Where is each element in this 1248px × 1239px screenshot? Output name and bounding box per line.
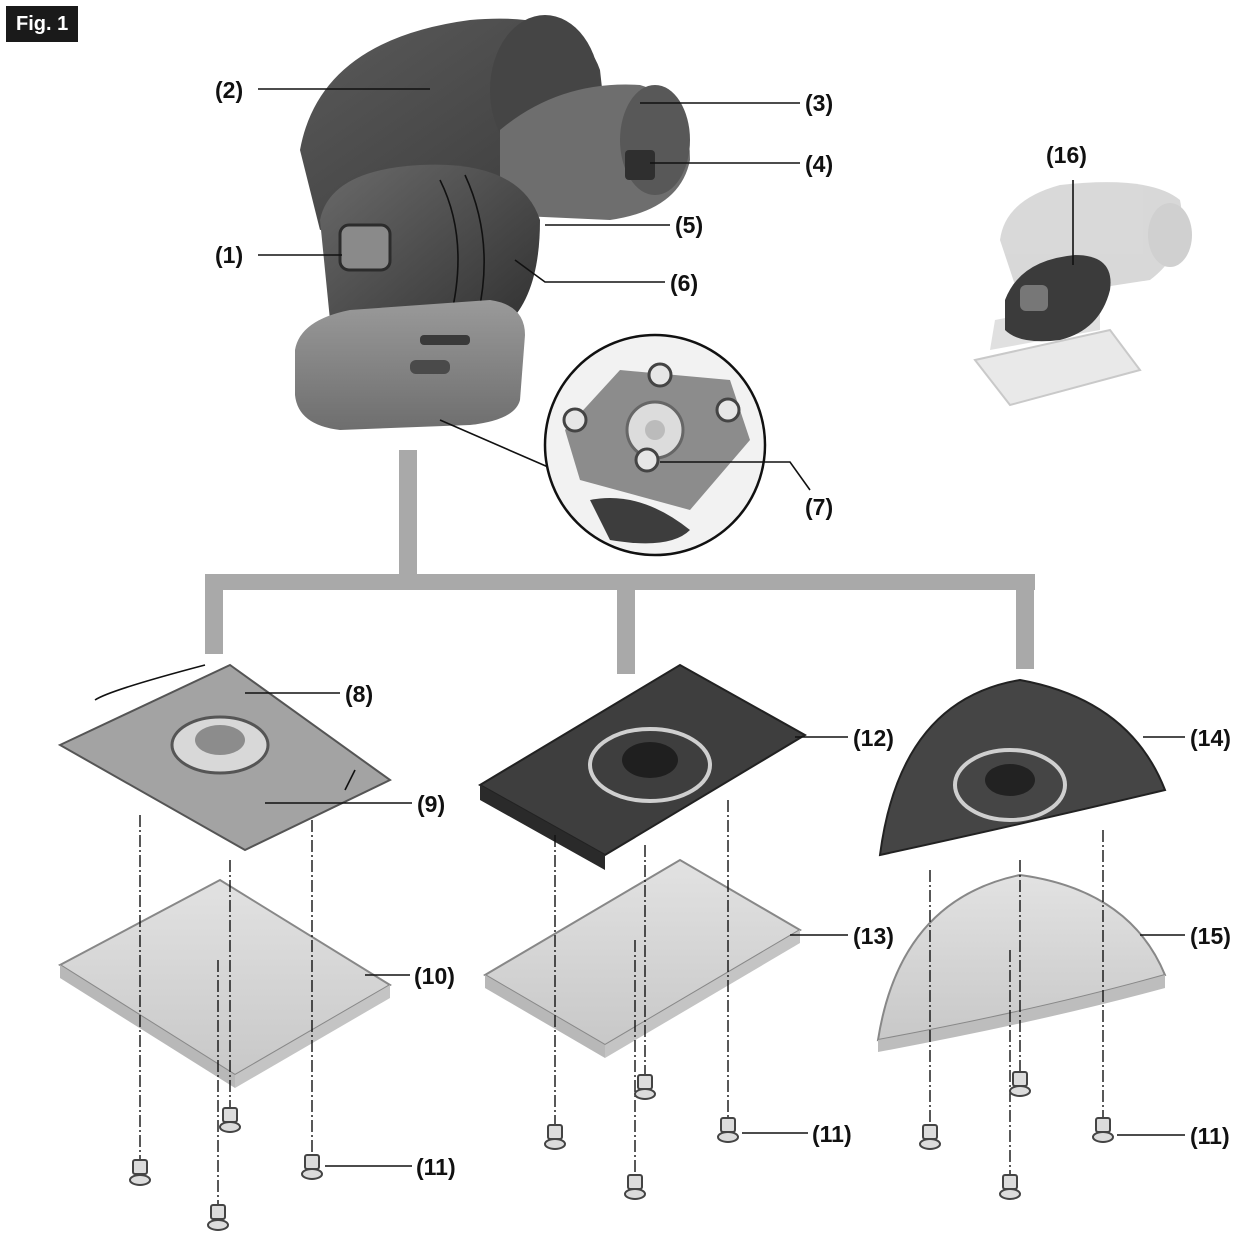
delta-pad-set	[876, 678, 1167, 1052]
callout-11-right: (11)	[1190, 1123, 1230, 1149]
callout-15: (15)	[1190, 923, 1231, 949]
callout-3: (3)	[805, 90, 833, 116]
screw	[544, 1124, 566, 1150]
callout-5: (5)	[675, 212, 703, 238]
callout-7: (7)	[805, 494, 833, 520]
detail-nut	[562, 407, 588, 433]
screw	[1009, 1071, 1031, 1097]
release-button-shape	[625, 150, 655, 180]
ghost-grip-highlight	[1005, 255, 1111, 342]
screw	[624, 1174, 646, 1200]
callout-11-middle: (11)	[812, 1121, 852, 1147]
callout-1: (1)	[215, 242, 243, 268]
screw	[919, 1124, 941, 1150]
rectangular-pad-set	[478, 663, 807, 1058]
ghost-switch	[1020, 285, 1048, 311]
vent-shape	[420, 335, 470, 345]
screw	[207, 1204, 229, 1231]
screw	[634, 1074, 656, 1100]
screw	[1092, 1117, 1114, 1143]
detail-housing	[590, 498, 690, 544]
leader-lines	[245, 88, 1185, 1167]
screw	[717, 1117, 739, 1143]
grip-line	[439, 179, 459, 321]
callout-8: (8)	[345, 681, 373, 707]
callout-4: (4)	[805, 151, 833, 177]
connector-tree	[205, 450, 1035, 674]
callout-11-left: (11)	[416, 1154, 456, 1180]
callout-6: (6)	[670, 270, 698, 296]
callout-10: (10)	[414, 963, 455, 989]
vent-shape	[410, 360, 450, 374]
screw	[301, 1154, 323, 1180]
detail-magnifier	[439, 333, 767, 557]
detail-nut	[647, 362, 673, 388]
callout-13: (13)	[853, 923, 894, 949]
screw	[999, 1174, 1021, 1200]
detail-hub-core	[645, 420, 665, 440]
callout-9: (9)	[417, 791, 445, 817]
base-shape	[295, 300, 525, 430]
callout-12: (12)	[853, 725, 894, 751]
grip-line	[464, 174, 485, 316]
callout-14: (14)	[1190, 725, 1231, 751]
detail-nut	[634, 447, 660, 473]
sanding-sheet-10	[58, 878, 392, 1077]
sanding-sheet-13	[483, 858, 802, 1047]
switch-shape	[338, 223, 392, 272]
assembly-axes	[139, 800, 1104, 1205]
sander-main-body	[295, 15, 690, 430]
screw	[129, 1159, 151, 1186]
callout-2: (2)	[215, 77, 243, 103]
screw	[219, 1107, 241, 1133]
detail-nut	[715, 397, 741, 423]
rectangular-plate-set	[57, 663, 392, 1088]
callout-16: (16)	[1046, 142, 1087, 168]
sheet-edge	[60, 965, 235, 1088]
figure-label: Fig. 1	[6, 6, 79, 42]
callout-labels: (2) (3) (4) (16) (5) (1) (6) (7) (8) (12…	[215, 77, 1231, 1180]
screws	[129, 1071, 1114, 1231]
